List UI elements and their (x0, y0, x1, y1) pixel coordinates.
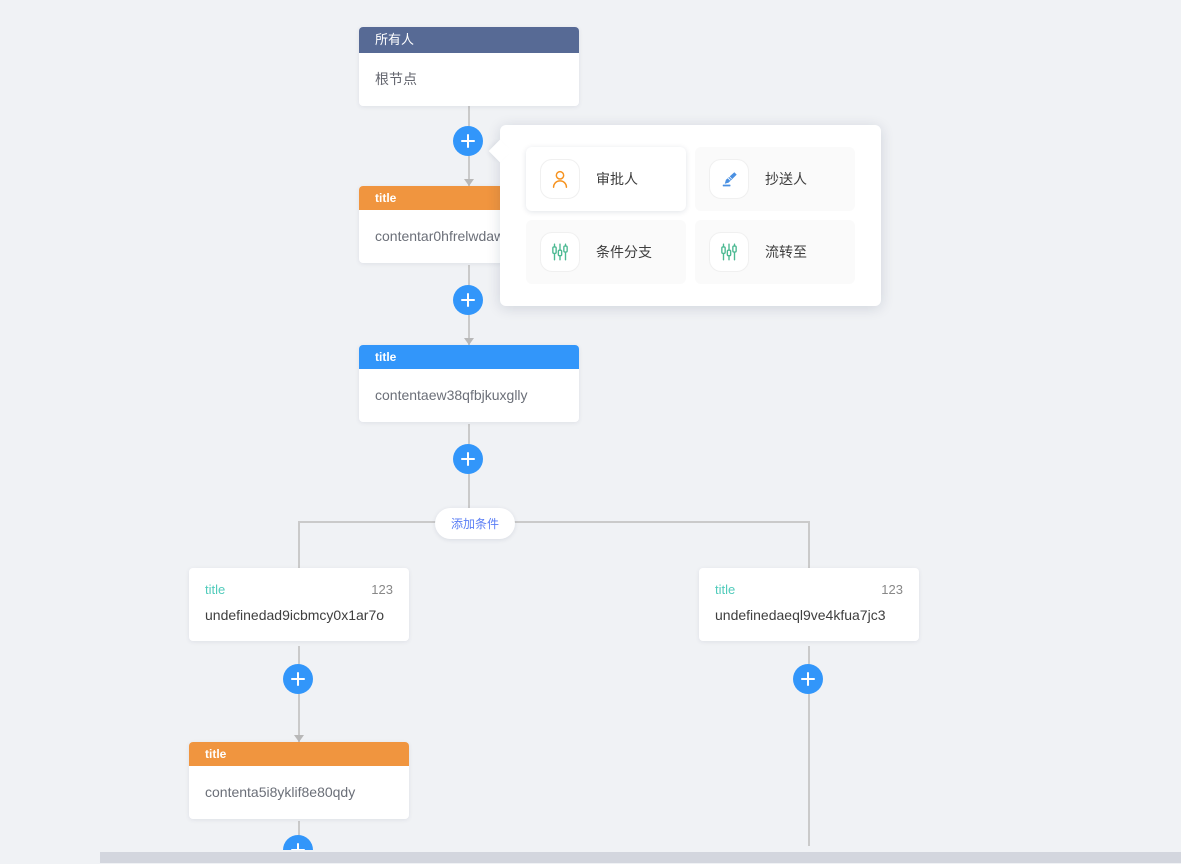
add-node-button-after-cc[interactable] (453, 444, 483, 474)
node-approver-branch-header: title (189, 742, 409, 766)
add-node-button-branch-left[interactable] (283, 664, 313, 694)
popup-item-approver-label: 审批人 (596, 171, 638, 187)
popup-item-route-to-label: 流转至 (765, 244, 807, 260)
arrowhead-root-to-approver (464, 179, 474, 186)
node-condition-right-title: title (715, 582, 736, 597)
node-condition-right-weight: 123 (881, 582, 903, 597)
node-condition-left-top: title 123 (205, 582, 393, 597)
popup-item-cc[interactable]: 抄送人 (695, 147, 855, 211)
popup-item-route-to[interactable]: 流转至 (695, 220, 855, 284)
node-cc[interactable]: title contentaew38qfbjkuxglly (359, 345, 579, 422)
connector-branch-left-tail (298, 821, 300, 843)
marker-icon (709, 159, 749, 199)
popup-item-condition-branch-label: 条件分支 (596, 244, 652, 260)
node-condition-left-title: title (205, 582, 226, 597)
arrowhead-approver-to-cc (464, 338, 474, 345)
popup-item-condition-branch[interactable]: 条件分支 (526, 220, 686, 284)
arrowhead-condition-left-down (294, 735, 304, 742)
connector-condition-right-down (808, 646, 810, 846)
add-node-button-after-approver[interactable] (453, 285, 483, 315)
add-node-button-branch-left-bottom[interactable] (283, 835, 313, 850)
add-node-button-after-root[interactable] (453, 126, 483, 156)
sliders-icon (709, 232, 749, 272)
node-approver-top-content: contentar0hfrelwdaw (375, 228, 505, 244)
node-condition-left-content: undefinedad9icbmcy0x1ar7o (205, 607, 385, 623)
popup-item-cc-label: 抄送人 (765, 171, 807, 187)
horizontal-scrollbar-thumb[interactable] (100, 852, 1181, 863)
horizontal-scrollbar-track[interactable] (0, 850, 1181, 864)
node-root-header: 所有人 (359, 27, 579, 53)
add-node-button-branch-right[interactable] (793, 664, 823, 694)
node-root-content: 根节点 (375, 71, 417, 87)
node-condition-right-content: undefinedaeql9ve4kfua7jc3 (715, 607, 886, 623)
popup-item-approver[interactable]: 审批人 (526, 147, 686, 211)
connector-branch-left-down (298, 521, 300, 568)
node-approver-branch-content: contenta5i8yklif8e80qdy (205, 784, 356, 800)
add-condition-label: 添加条件 (451, 517, 500, 531)
node-root[interactable]: 所有人 根节点 (359, 27, 579, 106)
connector-condition-left-down (298, 646, 300, 742)
node-approver-branch[interactable]: title contenta5i8yklif8e80qdy (189, 742, 409, 819)
node-condition-right[interactable]: title 123 undefinedaeql9ve4kfua7jc3 (699, 568, 919, 641)
node-condition-right-top: title 123 (715, 582, 903, 597)
sliders-icon (540, 232, 580, 272)
node-condition-left-weight: 123 (371, 582, 393, 597)
branch-horizontal-bar (299, 521, 810, 523)
person-icon (540, 159, 580, 199)
popup-arrow (488, 139, 512, 163)
connector-branch-right-down (808, 521, 810, 568)
add-condition-button[interactable]: 添加条件 (435, 508, 516, 539)
popup-grid: 审批人 抄送人 (526, 147, 855, 284)
node-cc-content: contentaew38qfbjkuxglly (375, 387, 528, 403)
node-type-popup[interactable]: 审批人 抄送人 (488, 125, 881, 306)
node-cc-header: title (359, 345, 579, 369)
node-condition-left[interactable]: title 123 undefinedad9icbmcy0x1ar7o (189, 568, 409, 641)
